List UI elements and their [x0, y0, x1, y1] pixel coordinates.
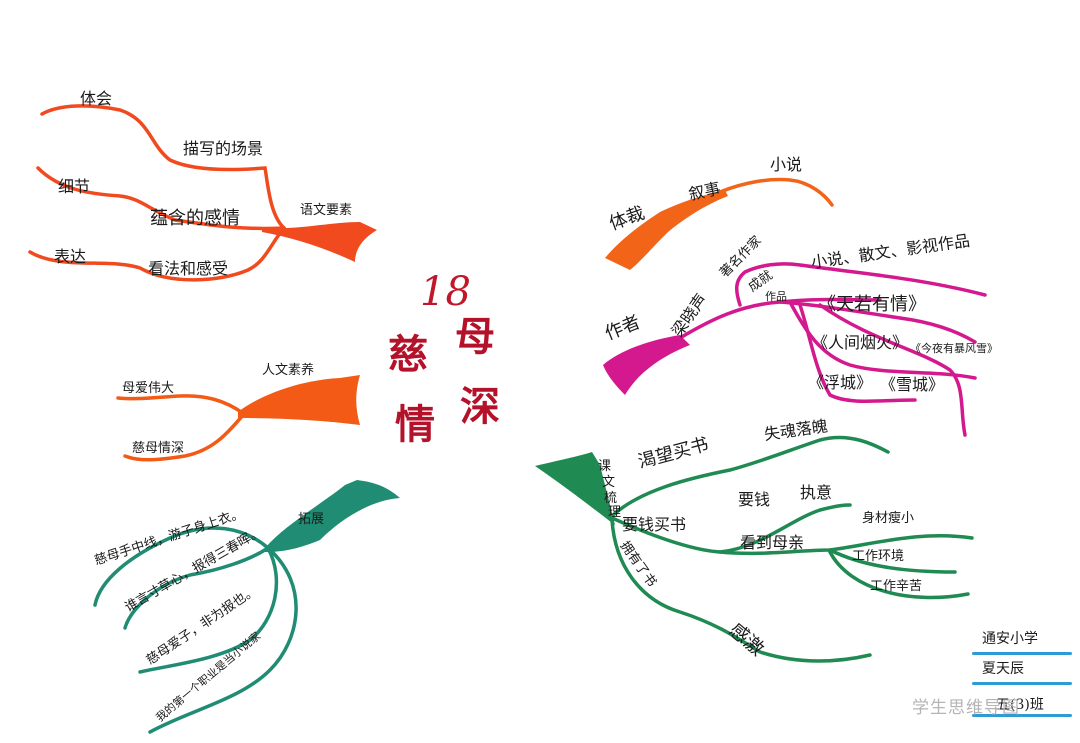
signature-school: 通安小学 — [982, 631, 1038, 647]
yuwen-sub3-label: 看法和感受 — [148, 259, 228, 278]
signature-class: 五(3)班 — [996, 697, 1044, 713]
yuwen-root-stroke — [262, 222, 377, 262]
kewen-stroke-b3 — [610, 518, 872, 663]
title-number: 18 — [420, 269, 471, 315]
zuozhe-work-5: 《雪城》 — [880, 375, 944, 394]
renwen-leaf2: 慈母情深 — [132, 441, 184, 456]
kewen-root-label: 课 文 梳 理 — [598, 459, 621, 520]
zuozhe-root-label: 作者 — [602, 312, 643, 345]
tuozhan-root-stroke — [265, 480, 400, 552]
kewen-b2b-leaf-3: 工作辛苦 — [870, 578, 922, 594]
kewen-b2b-leaf-2: 工作环境 — [852, 549, 904, 564]
branch-zuozhe: 作者 梁晓声 著名作家 成就 小说、散文、影视作品 作品 《天若有情》 《人间烟… — [602, 231, 998, 437]
kewen-b1-label: 渴望买书 — [636, 434, 711, 473]
renwen-stroke-1 — [116, 394, 246, 416]
kewen-stroke-b2 — [610, 503, 852, 554]
zuozhe-work-3: 《今夜有暴风雪》 — [910, 341, 998, 355]
tuozhan-stroke-4 — [148, 546, 298, 734]
signature-line-2 — [972, 682, 1072, 685]
yuwen-root-label: 语文要素 — [300, 203, 352, 218]
tuozhan-stroke-1 — [93, 526, 270, 607]
yuwen-stroke-3 — [28, 226, 286, 282]
zuozhe-stroke-works-3 — [798, 303, 917, 403]
kewen-stroke-b2b-3 — [828, 550, 970, 600]
signature-block: 通安小学 夏天辰 五(3)班 — [972, 622, 1072, 722]
yuwen-stroke-1 — [40, 104, 286, 230]
kewen-b2b-label: 看到母亲 — [740, 533, 804, 552]
yuwen-sub3-leaf: 表达 — [54, 247, 86, 266]
renwen-stroke-2 — [123, 412, 246, 462]
branch-kewen: 课 文 梳 理 渴望买书 失魂落魄 要钱买书 要钱 执意 看到母亲 身材瘦小 工… — [535, 416, 974, 663]
zuozhe-work-4: 《浮城》 — [808, 373, 872, 392]
kewen-b2b-leaf-1: 身材瘦小 — [862, 510, 914, 526]
yuwen-sub1-label: 描写的场景 — [183, 139, 263, 158]
ticai-root-stroke — [605, 190, 728, 270]
title-char-mu: 母 — [455, 313, 495, 360]
zuozhe-stroke-works-4 — [818, 303, 967, 437]
yuwen-sub2-leaf: 细节 — [58, 177, 90, 196]
zuozhe-work-2: 《人间烟火》 — [812, 333, 908, 352]
zuozhe-root-stroke — [603, 335, 690, 395]
signature-line-3 — [972, 714, 1072, 717]
kewen-b2a-label: 要钱 — [738, 490, 770, 509]
tuozhan-stroke-3 — [138, 546, 279, 674]
zuozhe-types-label: 小说、散文、影视作品 — [810, 231, 971, 272]
center-title: 18 慈 母 情 深 — [388, 269, 500, 448]
zuozhe-stroke-works-1 — [778, 300, 977, 344]
title-char-shen: 深 — [460, 383, 500, 430]
title-char-ci: 慈 — [388, 331, 428, 378]
renwen-leaf1: 母爱伟大 — [122, 381, 174, 396]
branch-ticai: 体裁 叙事 小说 — [605, 155, 834, 270]
yuwen-sub1-leaf: 体会 — [80, 89, 112, 108]
zuozhe-works-label: 作品 — [765, 290, 787, 303]
zuozhe-work-1: 《天若有情》 — [818, 294, 926, 315]
kewen-stroke-b1 — [610, 435, 890, 518]
kewen-root-char-2: 文 — [602, 475, 615, 490]
tuozhan-root-label: 拓展 — [298, 512, 324, 527]
branch-yuwen: 语文要素 描写的场景 体会 蕴含的感情 细节 看法和感受 表达 — [28, 89, 377, 282]
renwen-root-label: 人文素养 — [262, 362, 314, 378]
kewen-root-stroke — [535, 452, 615, 525]
title-char-qing: 情 — [395, 401, 435, 448]
kewen-root-char-4: 理 — [608, 505, 621, 520]
zuozhe-stroke-fame — [734, 262, 987, 307]
ticai-leaf-label: 小说 — [770, 155, 802, 174]
watermark: 学生思维导图 — [912, 698, 1020, 718]
yuwen-stroke-2 — [36, 166, 286, 231]
renwen-root-stroke — [238, 375, 360, 425]
yuwen-sub2-label: 蕴含的感情 — [150, 208, 240, 229]
ticai-stroke — [718, 177, 834, 207]
signature-student: 夏天辰 — [982, 661, 1024, 677]
kewen-b2a-leaf: 执意 — [800, 483, 832, 502]
signature-line-1 — [972, 652, 1072, 655]
branch-tuozhan: 拓展 慈母手中线，游子身上衣。 谁言寸草心，报得三春晖。 慈母爱子，非为报也。 … — [92, 480, 400, 734]
branch-renwen: 人文素养 母爱伟大 慈母情深 — [116, 362, 360, 462]
kewen-root-char-1: 课 — [598, 459, 611, 474]
kewen-root-char-3: 梳 — [604, 491, 617, 506]
tuozhan-stroke-2 — [123, 546, 270, 630]
kewen-stroke-b2b-2 — [828, 548, 957, 574]
kewen-b2-label: 要钱买书 — [622, 515, 686, 534]
